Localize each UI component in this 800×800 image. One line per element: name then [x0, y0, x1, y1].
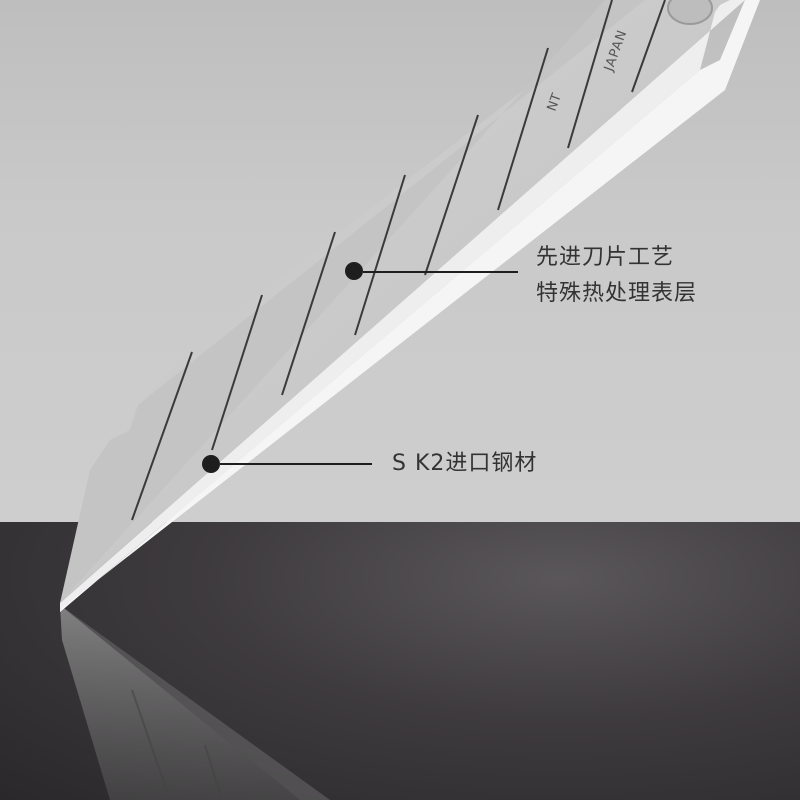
snap-lines	[131, 0, 666, 521]
callout-dot	[202, 455, 220, 473]
callout-line: S K2进口钢材	[392, 451, 538, 476]
blade: NT JAPAN	[60, 0, 800, 612]
callout-steel	[202, 455, 372, 473]
callout-dot	[345, 262, 363, 280]
callout-label-heat-treatment: 先进刀片工艺 特殊热处理表层	[536, 240, 697, 312]
callout-heat-treatment	[345, 262, 518, 280]
blade-brand-marking: NT	[545, 92, 565, 114]
callout-line: 先进刀片工艺	[536, 245, 675, 270]
blade-reflection	[60, 605, 330, 800]
callout-label-steel: S K2进口钢材	[392, 446, 537, 482]
callout-line: 特殊热处理表层	[536, 281, 698, 306]
